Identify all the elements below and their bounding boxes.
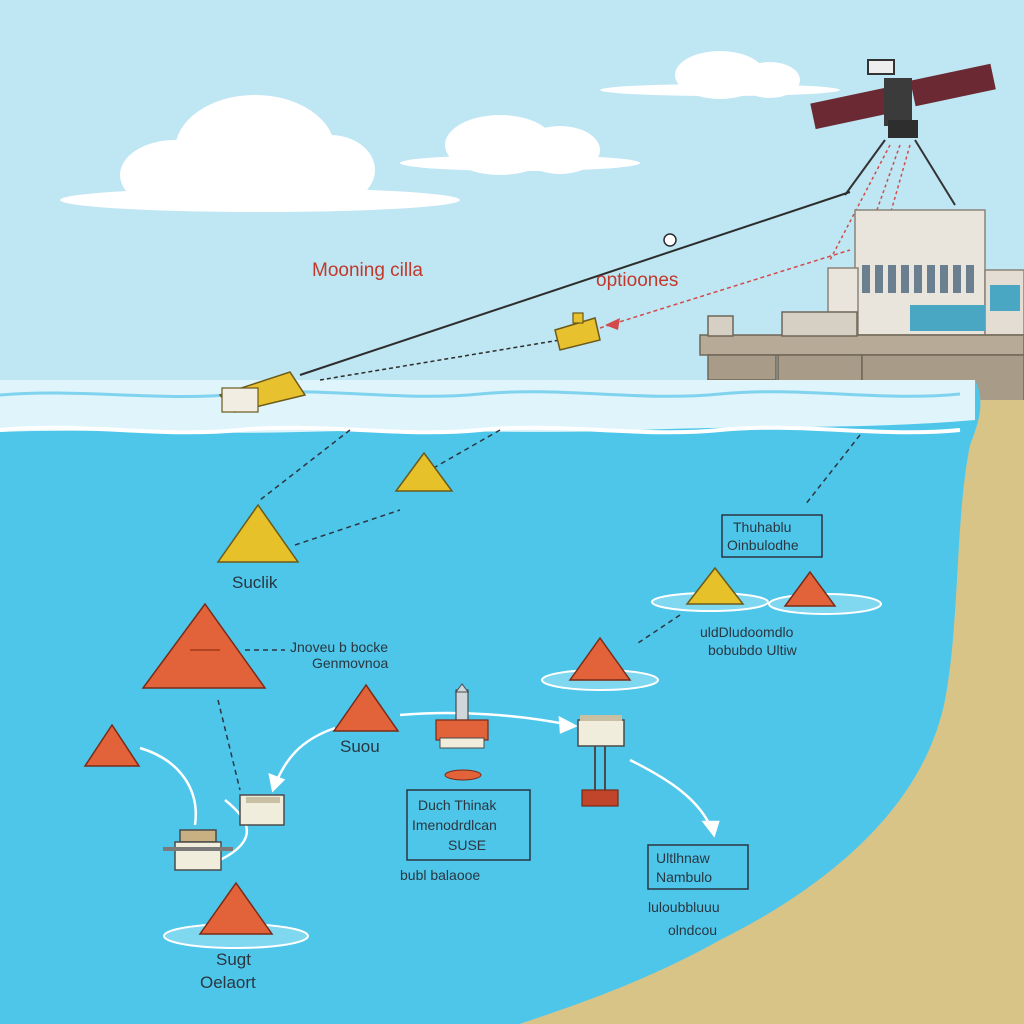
cone-orange-large: [141, 602, 267, 689]
info-box-right-bottom: [647, 844, 749, 890]
info-box-right-bottom-line-1: Ultlhnaw: [656, 850, 711, 866]
shore-building: [699, 209, 1024, 404]
cone-yellow-top: [394, 451, 454, 492]
cloud-middle: [400, 115, 640, 175]
mooring-label: Mooning cilla: [312, 260, 423, 281]
surface-buoy-mid: [554, 312, 601, 351]
info-box-center-line-3: SUSE: [448, 837, 486, 853]
info-box-center: [406, 789, 531, 861]
flow-arrows: [139, 711, 720, 862]
instrument-canister-left: [239, 794, 285, 826]
cone-right-mid: [541, 636, 659, 691]
cone-yellow-left: [216, 503, 300, 563]
sand-beach: [520, 400, 1024, 1024]
cone-b-label-1: Jnoveu b bocke: [290, 639, 388, 655]
cone-b-label-2: Genmovnoa: [312, 655, 388, 671]
info-box-right-bottom-caption-1: luloubbluuu: [648, 899, 720, 915]
cable-lines: [299, 191, 851, 381]
cone-right-pair: [651, 566, 882, 615]
cone-orange-bottom: [163, 881, 309, 949]
right-label-1: uldDludoomdlo: [700, 624, 794, 640]
cloud-left: [60, 95, 460, 212]
info-box-center-line-1: Duch Thinak: [418, 797, 497, 813]
cone-d-label-1: Sugt: [216, 950, 251, 969]
instrument-mooring-right: [577, 715, 625, 807]
cone-orange-small-left: [83, 723, 141, 767]
dashed-connections: [217, 429, 861, 791]
optics-label: optioones: [596, 270, 678, 291]
info-box-right-top-line-1: Thuhablu: [733, 519, 791, 535]
info-box-right-top: [721, 514, 823, 558]
cone-a-label: Suclik: [232, 573, 278, 592]
info-box-center-caption: bubl balaooe: [400, 867, 480, 883]
cone-d-label-2: Oelaort: [200, 973, 256, 992]
cone-orange-mid: [332, 683, 400, 732]
right-label-2: bobubdo Ultiw: [708, 642, 798, 658]
surface-buoy-left: [218, 371, 307, 413]
instrument-canister-lower: [163, 829, 233, 871]
info-box-right-top-line-2: Oinbulodhe: [727, 537, 799, 553]
satellite-icon: [810, 59, 996, 138]
info-box-center-line-2: Imenodrdlcan: [412, 817, 497, 833]
water-surface: [0, 380, 975, 433]
info-box-right-bottom-line-2: Nambulo: [656, 869, 712, 885]
info-box-right-bottom-caption-2: olndcou: [668, 922, 717, 938]
cloud-right: [600, 51, 840, 99]
cone-c-label: Suou: [340, 737, 380, 756]
instrument-probe-center: [435, 683, 489, 781]
